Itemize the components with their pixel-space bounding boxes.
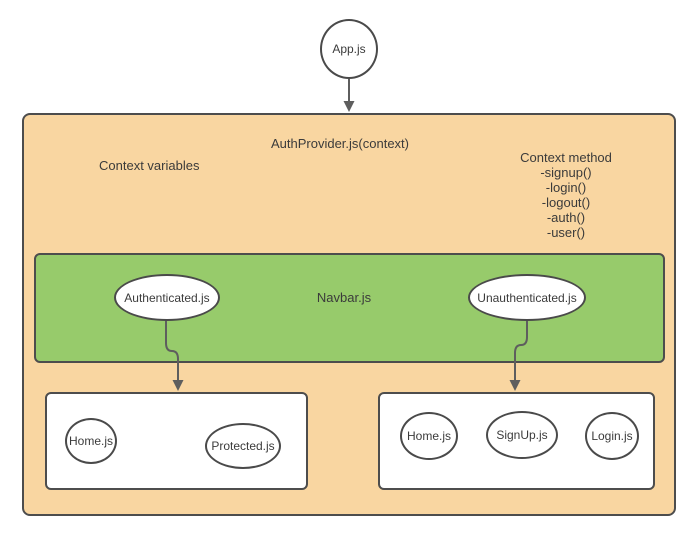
node-signup: SignUp.js <box>486 411 558 459</box>
context-variables-label: Context variables <box>99 158 200 173</box>
node-authenticated-label: Authenticated.js <box>124 290 210 305</box>
node-authenticated: Authenticated.js <box>114 274 220 321</box>
node-home-authenticated: Home.js <box>65 418 117 464</box>
node-unauthenticated-label: Unauthenticated.js <box>477 290 577 305</box>
node-protected: Protected.js <box>205 423 281 469</box>
node-home-unauthenticated-label: Home.js <box>406 429 451 443</box>
context-method-item: -auth() <box>546 210 586 225</box>
node-login-label: Login.js <box>591 429 633 443</box>
node-app: App.js <box>320 19 378 79</box>
context-methods-title: Context method <box>520 150 612 165</box>
context-method-item: -login() <box>545 180 587 195</box>
node-unauthenticated: Unauthenticated.js <box>468 274 586 321</box>
node-protected-label: Protected.js <box>211 439 275 453</box>
node-login: Login.js <box>585 412 639 460</box>
navbar-label: Navbar.js <box>316 290 372 305</box>
context-method-item: -user() <box>546 225 586 240</box>
node-home-authenticated-label: Home.js <box>68 434 113 448</box>
auth-provider-title: AuthProvider.js(context) <box>270 136 409 151</box>
node-signup-label: SignUp.js <box>496 428 548 442</box>
node-app-label: App.js <box>332 42 366 56</box>
context-method-item: -logout() <box>541 195 591 210</box>
arrow-app-to-provider <box>343 79 355 112</box>
node-home-unauthenticated: Home.js <box>400 412 458 460</box>
context-methods-list: Context method -signup() -login() -logou… <box>496 150 636 240</box>
context-method-item: -signup() <box>540 165 592 180</box>
